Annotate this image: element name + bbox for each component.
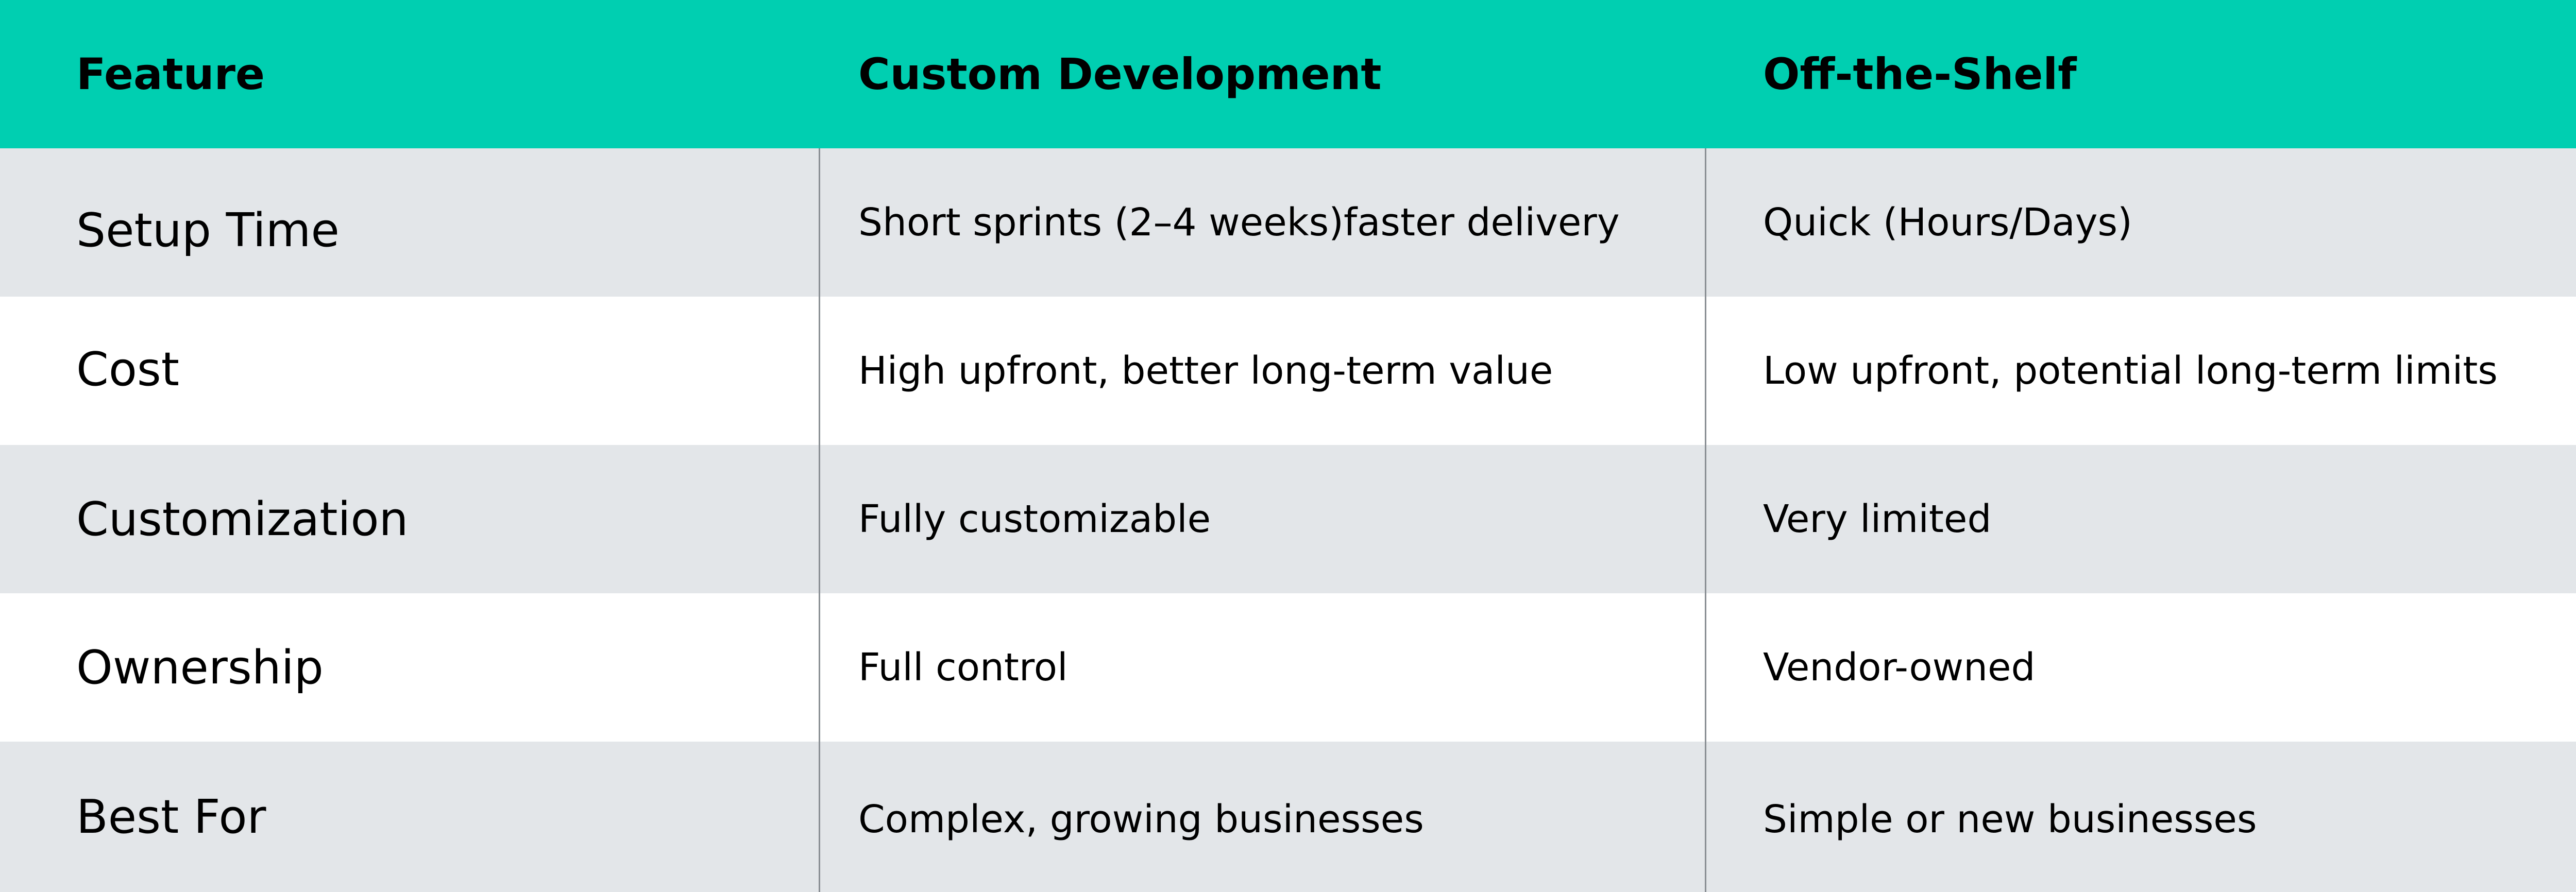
- custom-value: Short sprints (2–4 weeks)faster delivery: [858, 200, 1620, 245]
- table-header-row: Feature Custom Development Off-the-Shelf: [0, 0, 2576, 148]
- table-row: Setup Time Short sprints (2–4 weeks)fast…: [0, 148, 2576, 297]
- row-feature-cell: Customization: [0, 445, 819, 593]
- feature-label: Customization: [76, 492, 409, 546]
- shelf-value: Low upfront, potential long-term limits: [1763, 349, 2498, 393]
- row-feature-cell: Best For: [0, 742, 819, 892]
- feature-label: Cost: [76, 342, 180, 397]
- custom-value: Complex, growing businesses: [858, 797, 1424, 842]
- shelf-value: Vendor-owned: [1763, 645, 2036, 690]
- feature-label: Setup Time: [76, 203, 340, 258]
- row-custom-cell: Short sprints (2–4 weeks)faster delivery: [819, 148, 1705, 297]
- table-row: Customization Fully customizable Very li…: [0, 445, 2576, 593]
- header-custom-development: Custom Development: [858, 49, 1382, 99]
- row-shelf-cell: Very limited: [1705, 445, 2576, 593]
- row-custom-cell: Complex, growing businesses: [819, 742, 1705, 892]
- row-custom-cell: Full control: [819, 593, 1705, 742]
- row-shelf-cell: Vendor-owned: [1705, 593, 2576, 742]
- custom-value: Fully customizable: [858, 497, 1211, 541]
- table-row: Best For Complex, growing businesses Sim…: [0, 742, 2576, 892]
- shelf-value: Simple or new businesses: [1763, 797, 2257, 842]
- row-shelf-cell: Simple or new businesses: [1705, 742, 2576, 892]
- row-custom-cell: Fully customizable: [819, 445, 1705, 593]
- feature-label: Ownership: [76, 640, 324, 695]
- shelf-value: Quick (Hours/Days): [1763, 200, 2132, 245]
- row-shelf-cell: Low upfront, potential long-term limits: [1705, 297, 2576, 445]
- row-shelf-cell: Quick (Hours/Days): [1705, 148, 2576, 297]
- row-custom-cell: High upfront, better long-term value: [819, 297, 1705, 445]
- row-feature-cell: Ownership: [0, 593, 819, 742]
- custom-value: High upfront, better long-term value: [858, 349, 1553, 393]
- shelf-value: Very limited: [1763, 497, 1992, 541]
- header-off-the-shelf: Off-the-Shelf: [1763, 49, 2077, 99]
- column-divider: [819, 148, 820, 892]
- table-row: Ownership Full control Vendor-owned: [0, 593, 2576, 742]
- feature-label: Best For: [76, 790, 266, 844]
- row-feature-cell: Cost: [0, 297, 819, 445]
- row-feature-cell: Setup Time: [0, 148, 819, 297]
- custom-value: Full control: [858, 645, 1068, 690]
- header-feature: Feature: [76, 49, 265, 99]
- table-row: Cost High upfront, better long-term valu…: [0, 297, 2576, 445]
- column-divider: [1705, 148, 1706, 892]
